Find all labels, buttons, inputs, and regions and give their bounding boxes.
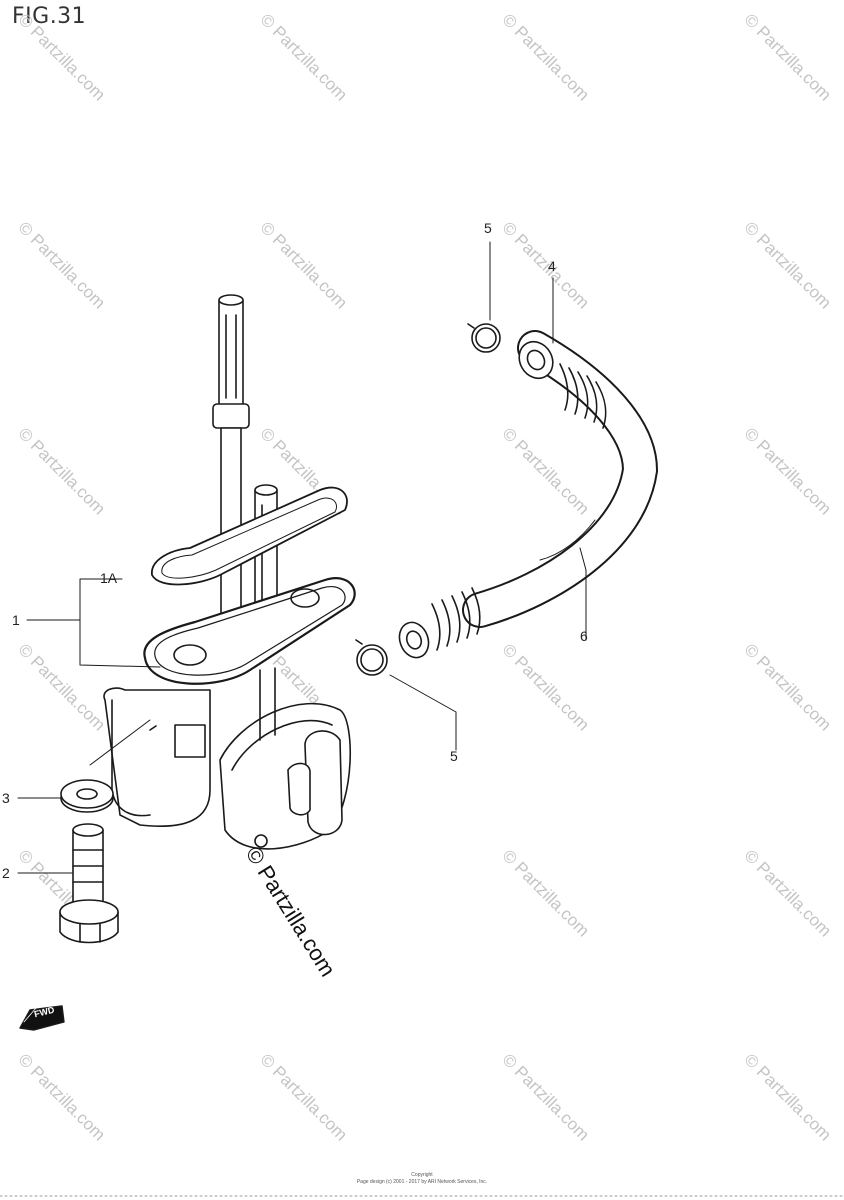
hose-clamp-top xyxy=(467,323,501,353)
callout-1a: 1A xyxy=(100,570,118,586)
fwd-arrow-icon xyxy=(19,1003,65,1031)
footer-copyright: Copyright xyxy=(411,1172,433,1178)
figure-title: FIG.31 xyxy=(12,4,87,29)
fuel-hose xyxy=(398,330,658,659)
callout-2: 2 xyxy=(2,865,10,881)
callout-5-bottom: 5 xyxy=(450,748,458,764)
hose-clamp-bottom xyxy=(355,639,388,676)
callout-3: 3 xyxy=(2,790,10,806)
footer-design: Page design (c) 2001 - 2017 by ARI Netwo… xyxy=(356,1179,488,1185)
bolt xyxy=(59,823,119,944)
callout-1: 1 xyxy=(12,612,20,628)
leader-lines xyxy=(17,241,587,874)
callout-4: 4 xyxy=(548,258,556,274)
callout-5-top: 5 xyxy=(484,220,492,236)
callout-6: 6 xyxy=(580,628,588,644)
washer xyxy=(60,779,114,813)
fuel-cock xyxy=(103,294,356,850)
